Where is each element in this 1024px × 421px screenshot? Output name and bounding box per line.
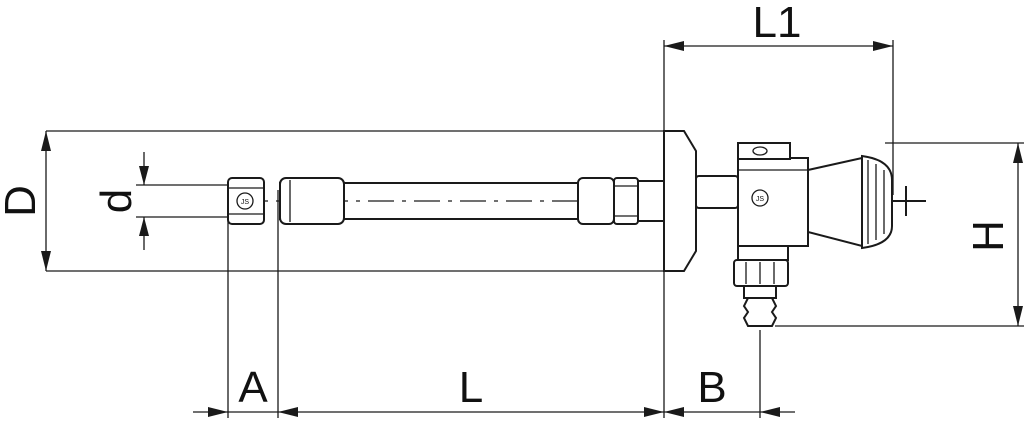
arrowhead bbox=[208, 407, 228, 417]
valve-stamp: JS bbox=[756, 196, 765, 203]
arrowhead bbox=[760, 407, 780, 417]
label-A: A bbox=[238, 363, 268, 412]
label-D: D bbox=[0, 185, 45, 217]
dimension-L: L bbox=[278, 363, 664, 417]
dimension-A: A bbox=[193, 363, 298, 417]
pipe-coupling bbox=[577, 177, 665, 225]
connector-nut: JS bbox=[227, 177, 265, 225]
label-d: d bbox=[92, 189, 141, 213]
label-H: H bbox=[964, 220, 1013, 252]
pipe-sleeve bbox=[279, 177, 345, 225]
dimension-B: B bbox=[664, 363, 795, 417]
label-L: L bbox=[459, 363, 483, 412]
arrowhead bbox=[41, 251, 51, 271]
valve-top-cap bbox=[737, 142, 791, 160]
arrowhead bbox=[1013, 143, 1023, 163]
wall-flange bbox=[663, 130, 697, 272]
handwheel bbox=[807, 154, 926, 250]
arrowhead bbox=[664, 41, 684, 51]
dimension-L1: L1 bbox=[664, 0, 893, 51]
label-B: B bbox=[697, 363, 726, 412]
dimension-D: D bbox=[0, 131, 51, 271]
dimension-d: d bbox=[92, 152, 149, 250]
arrowhead bbox=[41, 131, 51, 151]
arrowhead bbox=[139, 166, 149, 185]
dimension-H: H bbox=[964, 143, 1023, 326]
arrowhead bbox=[1013, 306, 1023, 326]
hose-outlet bbox=[733, 245, 789, 327]
valve-body: JS bbox=[695, 157, 809, 247]
arrowhead bbox=[644, 407, 664, 417]
arrowhead bbox=[873, 41, 893, 51]
pipe-assembly: JS JS bbox=[227, 130, 926, 327]
label-L1: L1 bbox=[753, 0, 802, 47]
nut-stamp: JS bbox=[241, 199, 250, 206]
arrowhead bbox=[139, 217, 149, 236]
arrowhead bbox=[664, 407, 684, 417]
